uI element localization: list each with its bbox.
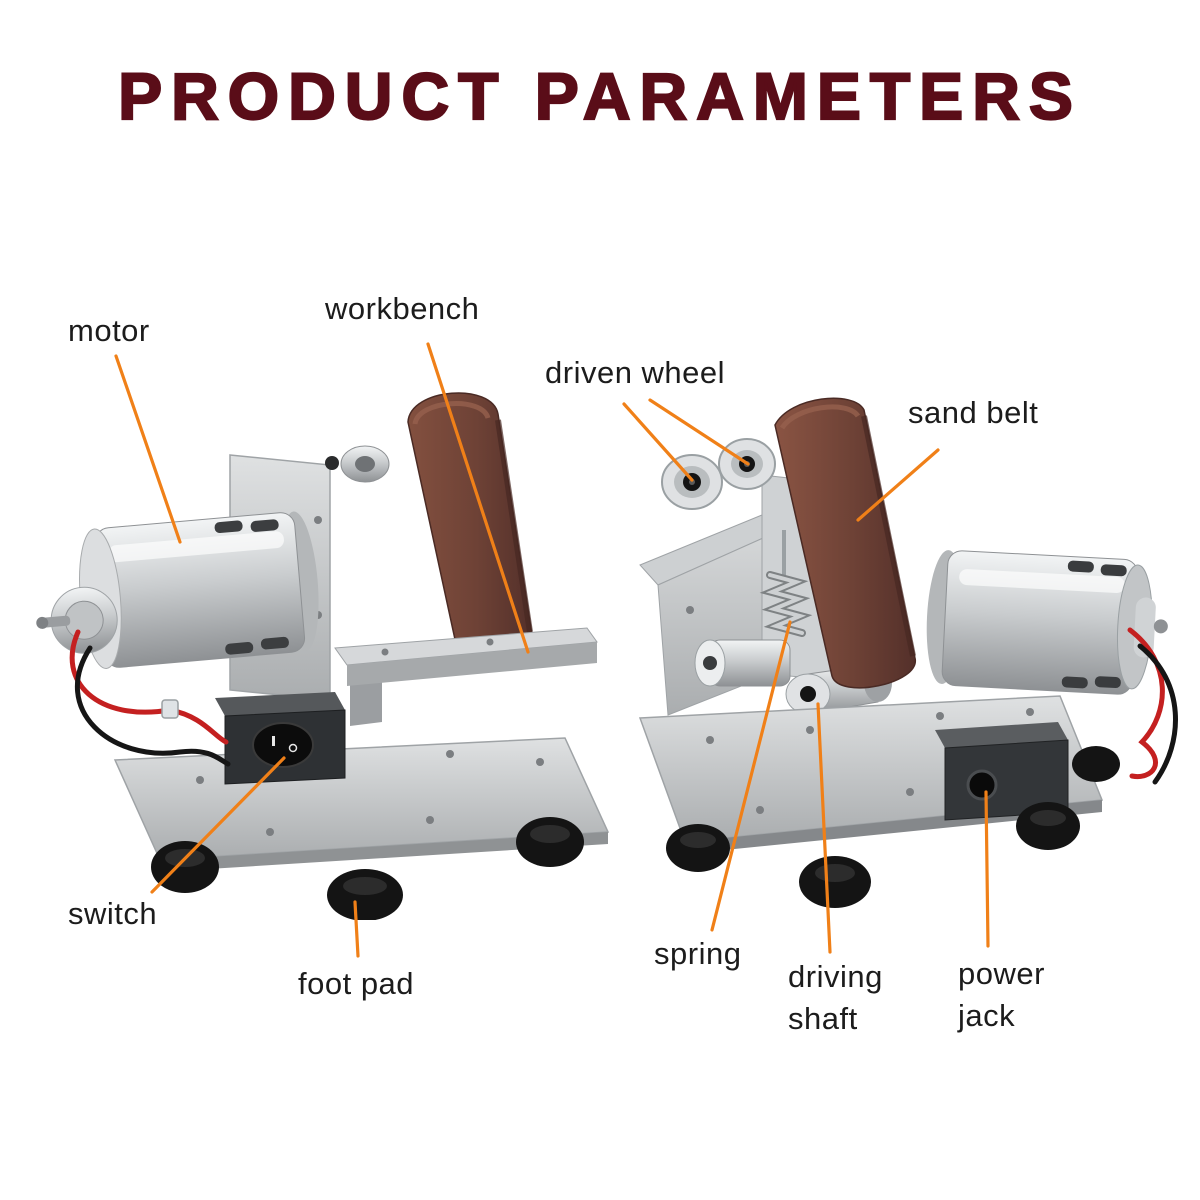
label-driving-shaft: driving shaft <box>788 959 883 1036</box>
label-sand-belt: sand belt <box>908 395 1039 430</box>
foot-pads-right <box>666 746 1120 908</box>
label-driven-wheel: driven wheel <box>545 355 726 390</box>
spring-part <box>759 530 813 637</box>
label-foot-pad: foot pad <box>298 966 415 1001</box>
wires-right <box>1127 627 1178 785</box>
motor-right-assembly <box>926 550 1168 695</box>
leader-line-foot-pad <box>353 900 360 958</box>
sand-belt-right <box>774 397 916 689</box>
rocker-switch <box>252 722 314 768</box>
label-workbench: workbench <box>325 291 480 326</box>
machine-left-illustration <box>36 392 610 920</box>
leader-line-motor <box>114 354 182 544</box>
label-spring: spring <box>654 936 742 971</box>
power-jack-box <box>935 722 1069 821</box>
page-title: PRODUCT PARAMETERS <box>117 58 1082 134</box>
leader-line-spring <box>710 620 792 932</box>
workbench-plate <box>334 627 598 726</box>
label-power-jack: power jack <box>958 956 1045 1033</box>
switch-box <box>215 692 346 785</box>
top-wheel <box>325 445 390 483</box>
leader-line-sand-belt <box>856 448 940 522</box>
leader-line-switch <box>150 756 286 894</box>
leader-line-power-jack <box>984 790 990 948</box>
leader-line-driving-shaft <box>816 702 832 954</box>
leader-line-workbench <box>426 342 530 654</box>
motor-assembly <box>36 511 319 669</box>
label-switch: switch <box>68 896 158 931</box>
wires-left <box>69 629 231 767</box>
label-motor: motor <box>68 313 150 348</box>
lower-roller <box>694 639 791 687</box>
leader-line-driven-wheel-1 <box>622 402 694 482</box>
foot-pads-left <box>151 817 584 920</box>
leader-line-driven-wheel-2 <box>648 398 750 466</box>
power-jack-hole <box>966 769 998 801</box>
